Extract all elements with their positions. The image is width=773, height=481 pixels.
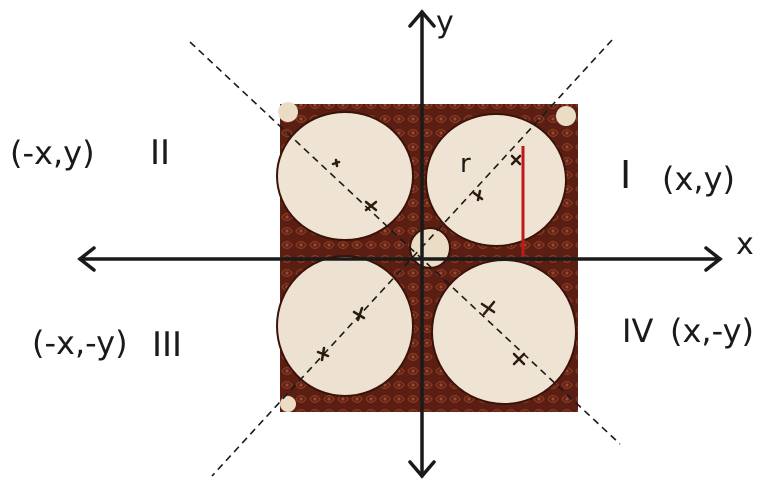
quadrant-2-numeral: II [150,133,170,173]
quadrant-1-numeral: I [620,153,631,197]
fabric-photo [276,102,578,412]
quadrant-3-coords: (-x,-y) [32,324,128,362]
quadrant-4-numeral: IV [622,312,653,350]
circle-top-right [425,113,567,247]
y-axis-top-arrow [408,9,436,28]
x-axis-left-arrow [77,246,96,272]
x-axis-label: x [736,227,754,262]
quadrant-3-numeral: III [152,325,182,365]
corner-circle-top-left [278,102,298,122]
y-axis-bottom-arrow [408,460,436,479]
quadrant-1-coords: (x,y) [662,160,735,198]
corner-circle-top-right [556,106,576,126]
cross-marks [316,154,526,366]
y-axis-label: y [436,5,454,40]
diagonal-line-anti [211,39,613,477]
axes [77,9,723,479]
diagonal-line-main [189,41,621,445]
quadrant-4-coords: (x,-y) [670,312,754,350]
quadrant-2-coords: (-x,y) [10,134,95,172]
circle-top-left [276,111,414,241]
x-axis-right-arrow [704,246,723,272]
circle-bottom-left [276,255,414,397]
corner-circle-bottom-left [280,396,296,412]
diagonal-lines [189,39,621,477]
circle-center-small [409,227,451,269]
radius-label: r [460,149,471,179]
